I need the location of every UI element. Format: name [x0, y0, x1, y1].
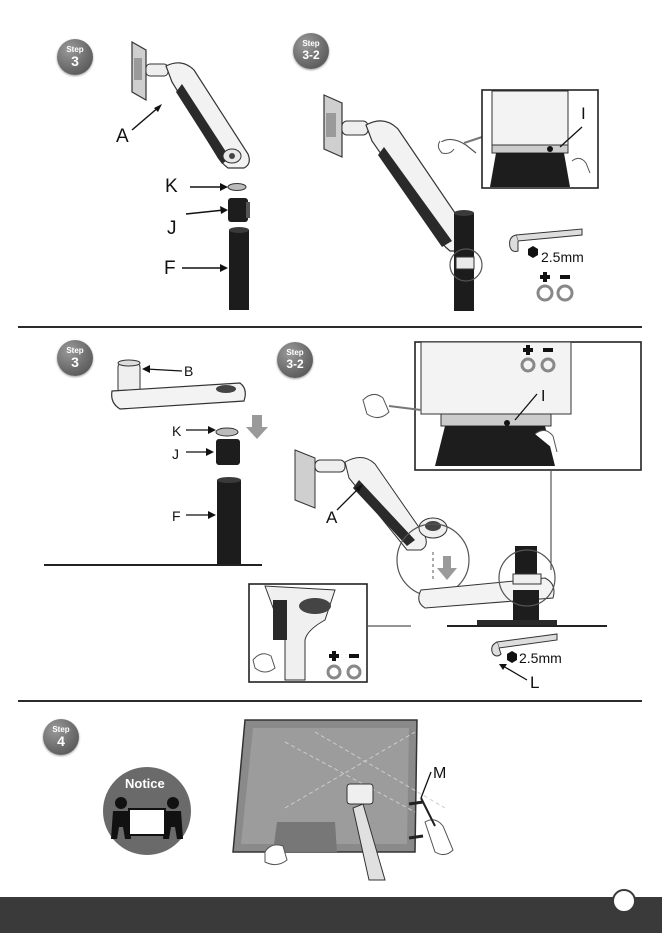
step-word: Step — [43, 719, 79, 734]
step-word: Step — [57, 340, 93, 355]
step-badge-3: Step 3 — [57, 39, 93, 75]
label-F-mid: F — [172, 508, 181, 524]
label-A: A — [116, 126, 129, 148]
hex-size-top: 2.5mm — [541, 249, 584, 265]
label-K-mid: K — [172, 423, 181, 439]
hex-size-mid: 2.5mm — [519, 650, 562, 666]
page-footer-bar — [0, 897, 662, 933]
step-number: 3-2 — [293, 48, 329, 63]
illustration-arm-parts-exploded — [100, 30, 280, 320]
label-I-mid: I — [541, 388, 545, 406]
step-badge-3-2: Step 3-2 — [293, 33, 329, 69]
notice-label: Notice — [125, 776, 165, 791]
illustration-base-arm-parts — [40, 355, 280, 570]
section-divider — [18, 700, 642, 702]
label-I-top: I — [581, 104, 586, 124]
page-number-circle — [612, 889, 636, 913]
label-B: B — [184, 363, 193, 379]
label-L: L — [530, 673, 539, 693]
step-word: Step — [57, 39, 93, 54]
label-K: K — [165, 176, 178, 198]
step-badge-4: Step 4 — [43, 719, 79, 755]
illustration-monitor-vesa-screws — [225, 712, 475, 882]
illustration-connect-arms — [245, 340, 645, 685]
section-divider — [18, 326, 642, 328]
step-number: 3 — [57, 54, 93, 69]
label-J: J — [167, 218, 177, 240]
label-J-mid: J — [172, 446, 179, 462]
label-M: M — [433, 765, 446, 783]
label-F: F — [164, 258, 176, 280]
step-number: 4 — [43, 734, 79, 749]
label-A-mid: A — [326, 508, 337, 528]
step-word: Step — [293, 33, 329, 48]
illustration-arm-mounted-tighten — [320, 85, 620, 315]
